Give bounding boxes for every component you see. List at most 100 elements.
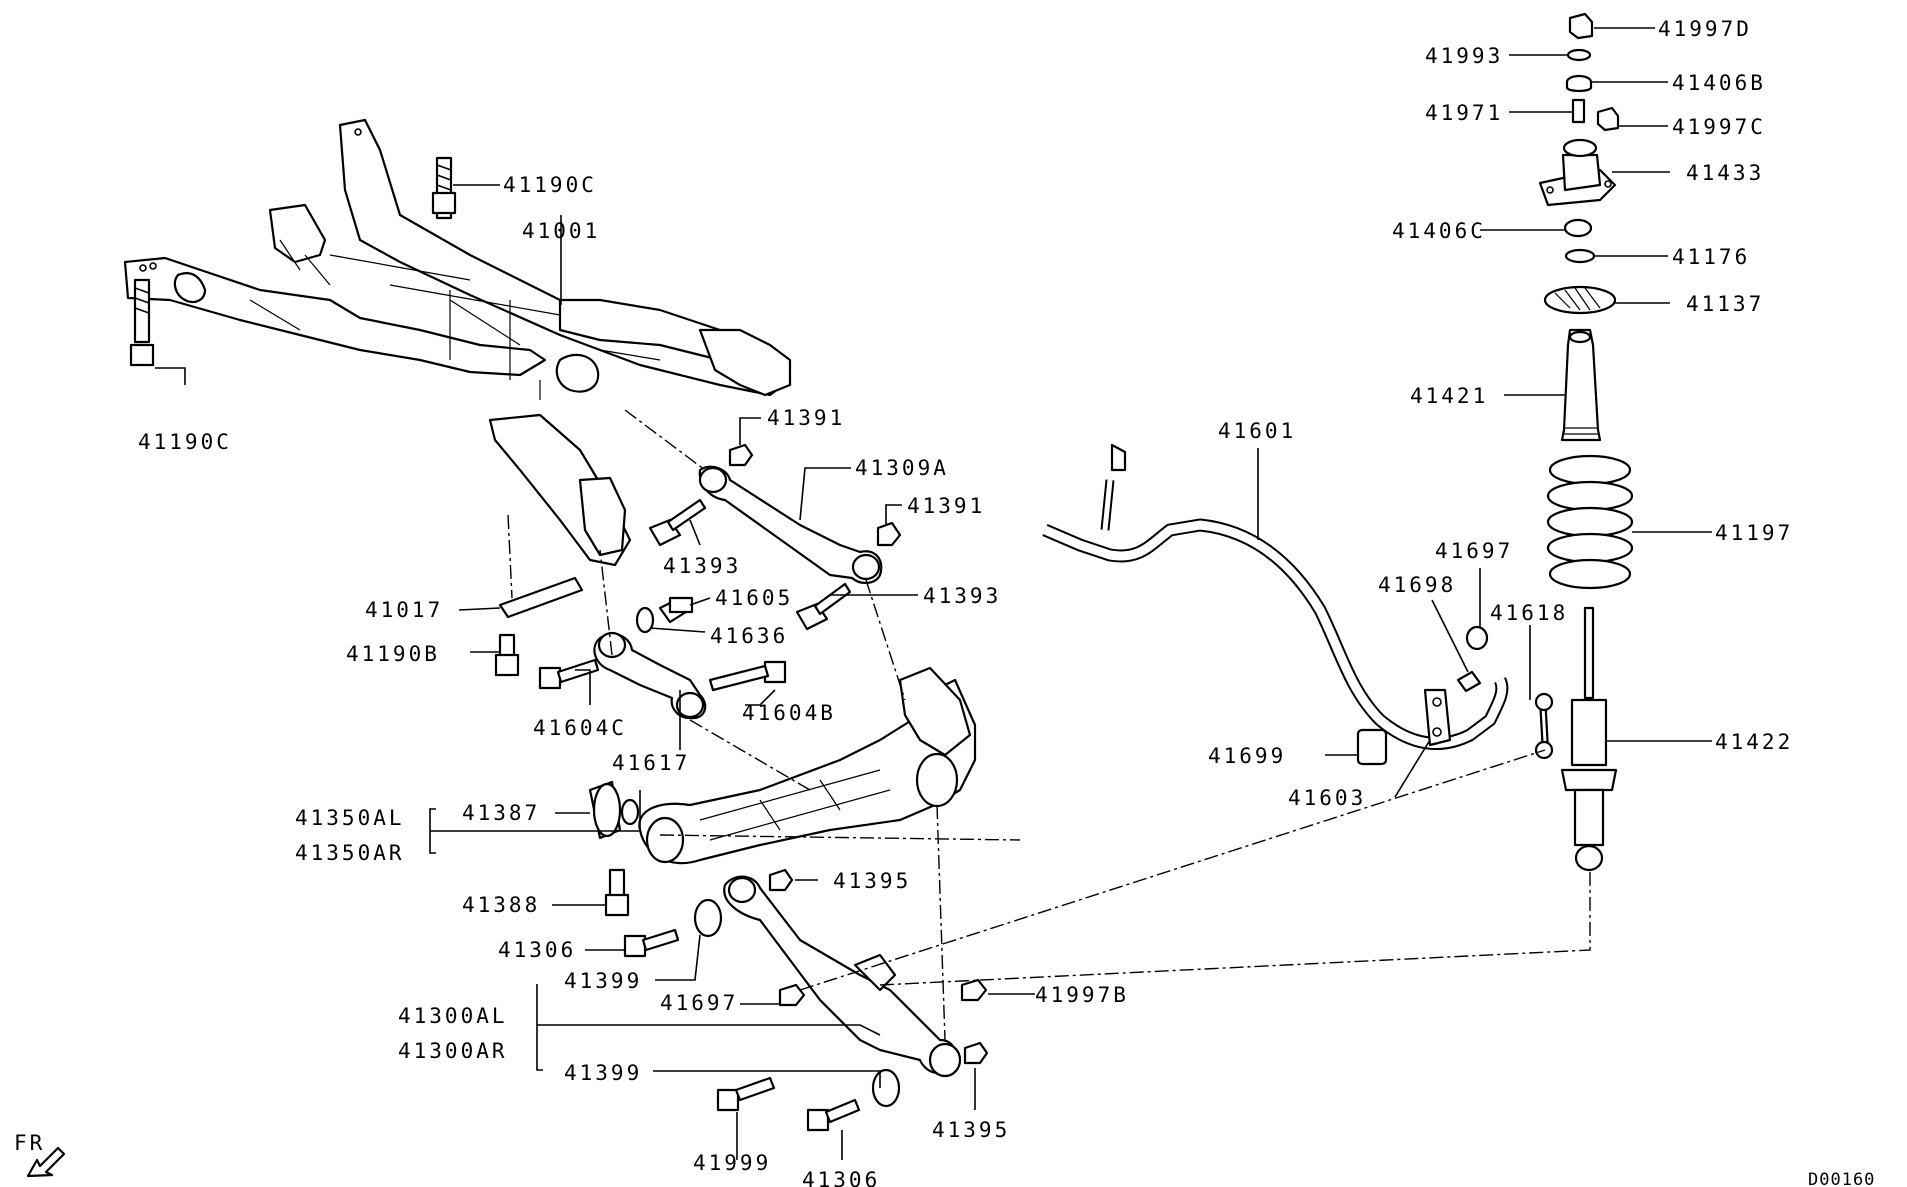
bracket-41603 [1423, 688, 1452, 747]
label-41190B: 41190B [346, 642, 440, 666]
washer-41993 [1566, 48, 1592, 62]
washer-41636 [635, 606, 655, 634]
label-41997B: 41997B [1035, 983, 1129, 1007]
label-41393-b: 41393 [923, 584, 1001, 608]
nut-41391-a [728, 443, 754, 467]
bolt-41388 [604, 868, 630, 917]
label-41137: 41137 [1686, 292, 1764, 316]
label-41391-b: 41391 [907, 494, 985, 518]
label-41604C: 41604C [533, 716, 627, 740]
label-41393-a: 41393 [663, 554, 741, 578]
label-41190C-left: 41190C [138, 430, 232, 454]
label-41306-a: 41306 [498, 938, 576, 962]
bolt-41393-b [795, 582, 852, 631]
label-41197: 41197 [1715, 521, 1793, 545]
bushing-41406C [1563, 218, 1593, 238]
label-41993: 41993 [1425, 44, 1503, 68]
label-41001: 41001 [522, 219, 600, 243]
label-41997D: 41997D [1658, 17, 1752, 41]
nut-41997B [960, 978, 988, 1002]
label-41176: 41176 [1672, 245, 1750, 269]
label-41698: 41698 [1378, 573, 1456, 597]
bolt-41306-a [623, 928, 680, 958]
bolt-41999 [716, 1076, 776, 1112]
label-41604B: 41604B [742, 701, 836, 725]
label-41395-b: 41395 [932, 1118, 1010, 1142]
bolt-41393-a [648, 498, 707, 547]
label-41387: 41387 [462, 801, 540, 825]
label-41971: 41971 [1425, 101, 1503, 125]
bolt-41190C-top [431, 156, 457, 220]
bushing-41387 [588, 780, 640, 840]
bushing-41699 [1356, 728, 1388, 766]
crossmember-drawing [123, 118, 792, 567]
washer-41176 [1564, 248, 1596, 264]
label-41697-b: 41697 [1435, 539, 1513, 563]
bolt-41698 [1456, 670, 1482, 693]
label-41603: 41603 [1288, 786, 1366, 810]
nut-41395-b [963, 1041, 989, 1065]
trailing-arm-41350 [638, 666, 977, 865]
label-41300AL: 41300AL [398, 1004, 508, 1028]
bolt-41190C-left [129, 278, 155, 367]
label-41300AR: 41300AR [398, 1039, 508, 1063]
label-41997C: 41997C [1672, 115, 1766, 139]
spring-41197 [1546, 454, 1634, 590]
shock-41422 [1560, 606, 1618, 872]
plate-41017 [498, 576, 584, 619]
alignment-lines [507, 409, 1591, 1041]
label-41406B: 41406B [1672, 71, 1766, 95]
label-41391-a: 41391 [767, 406, 845, 430]
lower-arm-41300 [723, 875, 962, 1078]
label-41017: 41017 [365, 598, 443, 622]
bushing-41399-a [693, 898, 723, 938]
label-41618: 41618 [1490, 601, 1568, 625]
label-41399-b: 41399 [564, 1061, 642, 1085]
bolt-41190B [494, 633, 520, 677]
nut-41997D [1568, 12, 1594, 40]
link-41618 [1534, 692, 1554, 760]
bump-stop-41421 [1560, 328, 1602, 442]
label-41350AR: 41350AR [295, 841, 405, 865]
label-41306-b: 41306 [802, 1168, 880, 1187]
upper-arm-41309A [698, 465, 883, 584]
label-41422: 41422 [1715, 730, 1793, 754]
label-41388: 41388 [462, 893, 540, 917]
link-41617 [593, 631, 707, 720]
label-41350AL: 41350AL [295, 806, 405, 830]
label-41190C-top: 41190C [503, 173, 597, 197]
nut-41997C [1596, 106, 1620, 132]
label-41617: 41617 [612, 751, 690, 775]
bushing-41406B [1565, 74, 1593, 93]
bolt-41605 [658, 596, 694, 624]
mount-41433 [1538, 138, 1617, 207]
bolt-41604B [708, 660, 787, 692]
front-direction-arrow [26, 1146, 66, 1178]
stabilizer-bar-41601 [1042, 443, 1509, 750]
bushing-41697-b [1465, 625, 1489, 651]
callout-labels: 41190C 41001 41190C 41391 41309A 41391 4… [14, 17, 1875, 1187]
nut-41697-a [778, 983, 806, 1007]
bushing-41399-b [871, 1068, 901, 1108]
nut-41395-a [768, 868, 794, 892]
label-41699: 41699 [1208, 744, 1286, 768]
label-41421: 41421 [1410, 384, 1488, 408]
label-41399-a: 41399 [564, 969, 642, 993]
spacer-41971 [1571, 98, 1586, 124]
label-41999: 41999 [693, 1151, 771, 1175]
label-41395-a: 41395 [833, 869, 911, 893]
label-41605: 41605 [715, 586, 793, 610]
figure-id: D00160 [1808, 1170, 1875, 1187]
label-41601: 41601 [1218, 419, 1296, 443]
label-41636: 41636 [710, 624, 788, 648]
bolt-41604C [538, 658, 600, 690]
label-41309A: 41309A [855, 456, 949, 480]
label-41697-a: 41697 [660, 991, 738, 1015]
label-41433: 41433 [1686, 161, 1764, 185]
seat-41137 [1543, 285, 1617, 315]
nut-41391-b [876, 521, 902, 547]
leader-lines [155, 27, 1712, 1160]
direction-label: FR [14, 1131, 45, 1155]
bolt-41306-b [806, 1098, 861, 1132]
